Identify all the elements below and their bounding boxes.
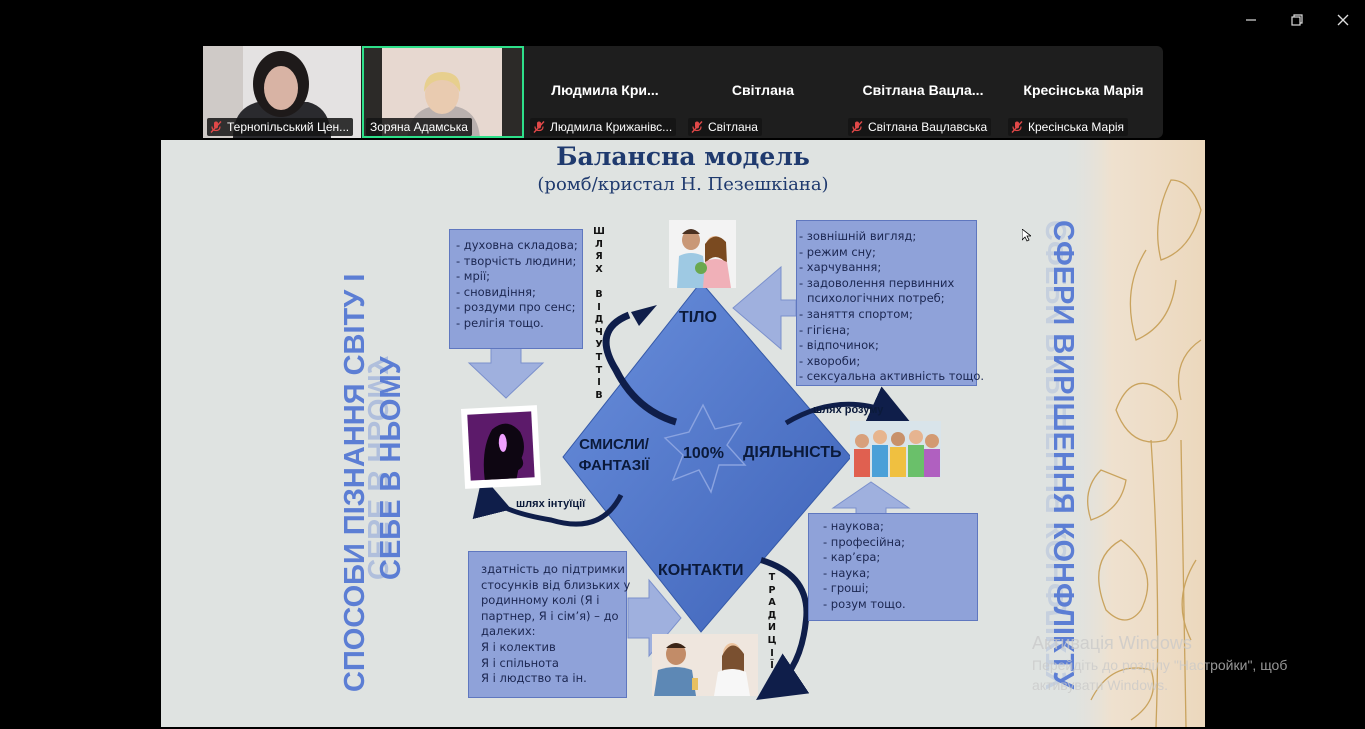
decorative-flowers [1061,140,1205,727]
box-line: - сексуальна активність тощо. [799,369,985,384]
box-line: - творчість людини; [456,253,577,268]
box-line: - гігієна; [799,322,851,337]
participant-tile-active[interactable]: Зоряна Адамська [362,46,524,138]
participant-tile[interactable]: Світлана Вацла... Світлана Вацлавська [844,46,1002,138]
participant-label: Кресінська Марія [1008,118,1129,136]
diamond-label-meanings: СМИСЛИ/ ФАНТАЗІЇ [578,436,650,474]
photo-friends-group [850,421,941,477]
mic-muted-icon [1011,121,1023,133]
participant-display-name: Світлана Вацла... [862,82,984,98]
box-line: здатність до підтримки [481,562,625,576]
box-line: стосунків від близьких у [481,577,631,592]
box-line: - духовна складова; [456,238,578,252]
center-star [663,403,747,494]
box-line: - гроші; [823,581,869,596]
slide-title: Балансна модель [556,142,810,171]
participant-name: Людмила Крижанівс... [550,120,673,134]
path-label-mind: шлях розуму [813,404,884,416]
photo-image [467,411,535,481]
box-line: - роздуми про сенс; [456,300,576,315]
photo-head-silhouette [460,405,542,489]
box-line: Я і колектив [481,639,556,654]
restore-button[interactable] [1274,8,1320,32]
participant-name: Кресінська Марія [1028,120,1125,134]
mic-muted-icon [851,121,863,133]
participant-display-name: Людмила Кри... [551,82,659,98]
box-line: - відпочинок; [799,338,879,353]
participant-tile[interactable]: Людмила Кри... Людмила Крижанівс... [526,46,684,138]
box-line: родинному колі (Я і [481,593,600,608]
box-line: - хвороби; [799,353,861,368]
box-line: - професійна; [823,534,905,549]
photo-couple-talking [652,634,758,696]
participant-display-name: Кресінська Марія [1023,82,1144,98]
minimize-icon [1246,19,1256,21]
diamond-label-body: ТІЛО [679,309,717,326]
minimize-button[interactable] [1228,8,1274,32]
box-line: - режим сну; [799,244,876,259]
box-line: психологічних потреб; [807,291,945,306]
participant-label: Зоряна Адамська [366,118,472,136]
box-line: партнер, Я і сім’я) – до [481,608,619,623]
box-line: - мрії; [456,269,491,284]
photo-couple-eating [669,220,736,288]
box-line: - сновидіння; [456,284,536,299]
slide-subtitle: (ромб/кристал Н. Пезешкіана) [537,174,829,195]
activation-watermark-text: активувати Windows. [1032,677,1168,693]
participant-name: Світлана Вацлавська [868,120,988,134]
activation-watermark-title: Активація Windows [1032,633,1192,653]
diamond-center-percent: 100% [683,445,724,462]
path-label-intuition: шлях інтуїції [516,498,586,510]
participant-name: Світлана [708,120,758,134]
box-line: - наукова; [823,519,884,533]
balance-diamond-diagram [467,265,911,700]
box-line: - кар’єра; [823,550,881,565]
mic-muted-icon [691,121,703,133]
box-line: - зовнішній вигляд; [799,229,917,243]
box-line: - заняття спортом; [799,306,913,321]
close-icon [1337,14,1349,26]
mic-muted-icon [533,121,545,133]
photo-image [850,421,941,477]
restore-icon [1291,14,1303,26]
participant-label: Тернопільський Цен... [207,118,354,136]
diamond-shape [562,281,852,633]
participant-tile[interactable]: Кресінська Марія Кресінська Марія [1004,46,1163,138]
participant-name: Тернопільський Цен... [227,120,350,134]
box-line: - релігія тощо. [456,315,544,330]
box-line: - задоволення первинних [799,275,955,290]
participant-name: Зоряна Адамська [370,120,468,134]
box-line: - харчування; [799,260,882,275]
participant-display-name: Світлана [731,82,795,98]
participant-tile[interactable]: Тернопільський Цен... [203,46,361,138]
mouse-cursor-icon [1022,229,1031,242]
box-line: Я і спільнота [481,655,559,670]
diamond-label-contacts: КОНТАКТИ [658,562,744,579]
box-line: далеких: [481,624,536,639]
body-sphere-box: - зовнішній вигляд; - режим сну; - харчу… [796,220,985,386]
spiritual-sphere-box: - духовна складова; - творчість людини; … [449,229,583,349]
diamond-label-activity: ДІЯЛЬНІСТЬ [743,444,842,461]
mic-muted-icon [210,121,222,133]
contacts-sphere-box: здатність до підтримки стосунків від бли… [468,551,631,698]
participant-label: Світлана Вацлавська [848,118,992,136]
close-button[interactable] [1320,8,1365,32]
activation-watermark-text: Перейдіть до розділу "Настройки", щоб [1032,657,1288,673]
activity-sphere-box: - наукова; - професійна; - кар’єра; - на… [808,513,978,621]
photo-image [652,634,758,696]
box-line: Я і людство та ін. [481,671,587,686]
right-vertical-title-reflection: СФЕРИ ВИРІШЕННЯ КОНФЛІКТУ [1041,220,1073,690]
photo-image [677,229,731,288]
participant-tile[interactable]: Світлана Світлана [684,46,842,138]
left-vertical-subtitle-reflection: СЕБЕ В НЬОМУ [361,356,393,580]
shared-slide: Балансна модель (ромб/кристал Н. Пезешкі… [161,140,1205,727]
participant-strip: Тернопільський Цен... Зоряна Адамська Лю… [203,46,1163,138]
participant-label: Світлана [688,118,762,136]
box-line: - наука; [823,565,871,580]
participant-label: Людмила Крижанівс... [530,118,677,136]
box-line: - розум тощо. [823,596,906,611]
